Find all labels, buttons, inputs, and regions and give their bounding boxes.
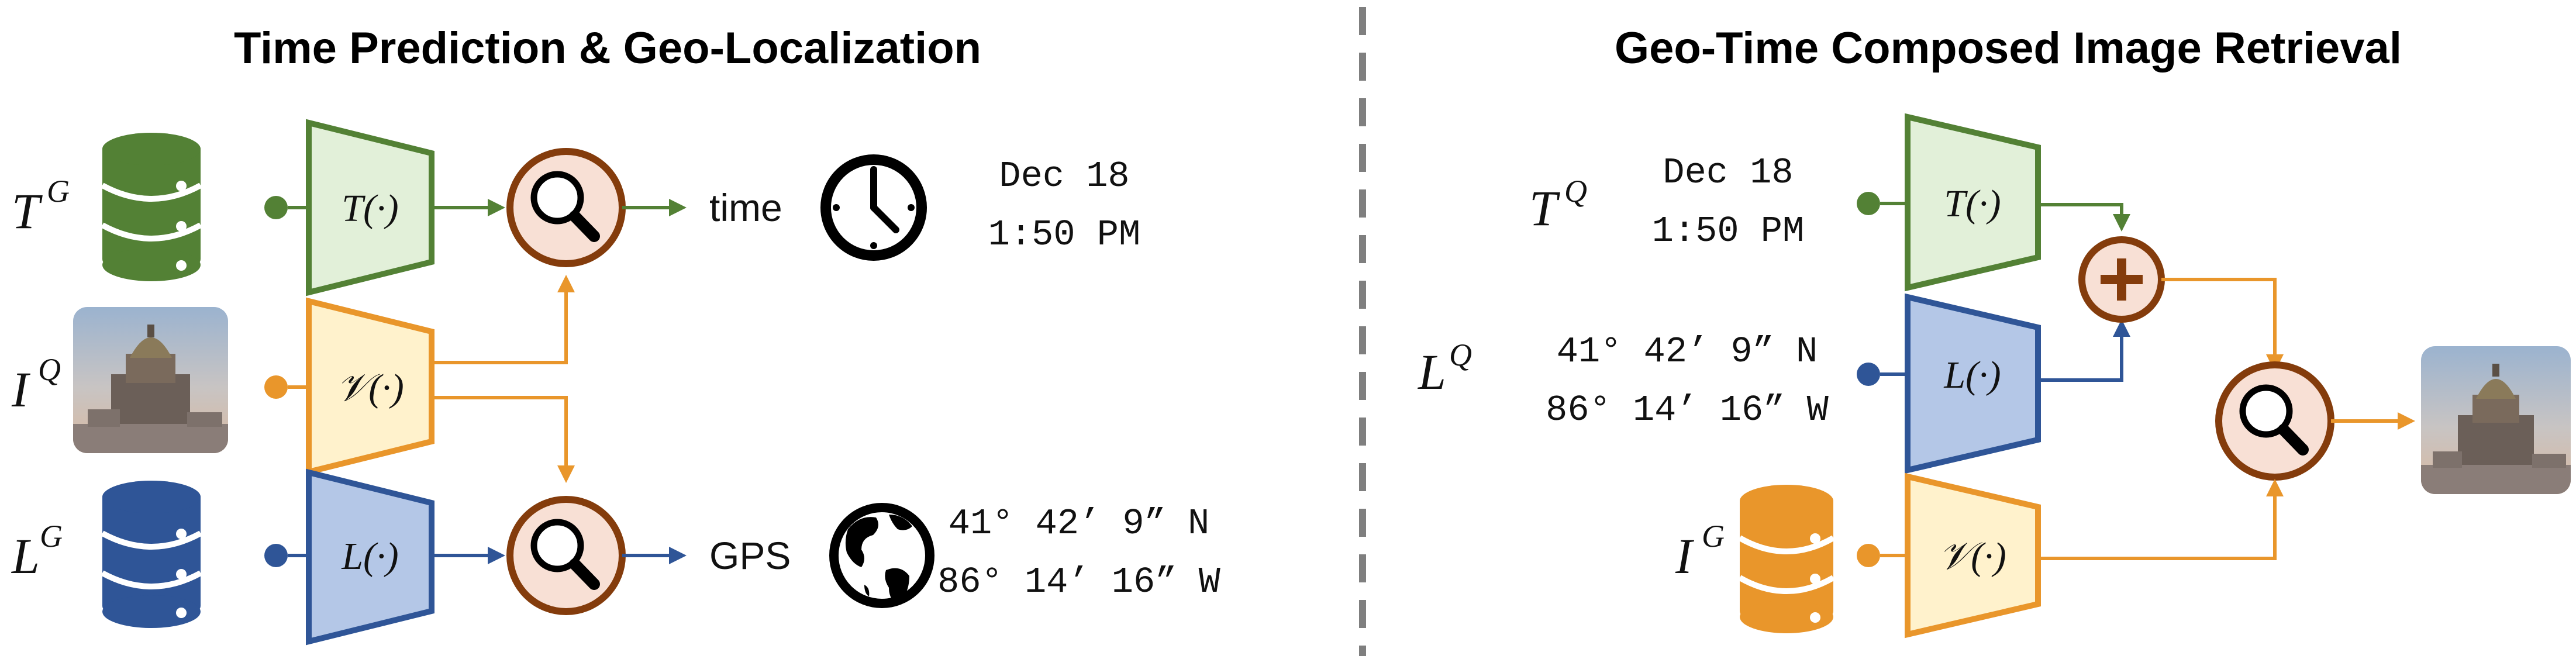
predicted-date: Dec 18 (999, 156, 1129, 197)
arrow (2038, 479, 2284, 560)
label-location-query: L Q (1417, 337, 1472, 400)
globe-icon (829, 503, 934, 608)
orange-database-icon (1738, 485, 1835, 633)
dome-photo (2421, 346, 2571, 494)
svg-text:G: G (40, 519, 63, 554)
svg-text:Q: Q (38, 352, 61, 387)
svg-text:Q: Q (1564, 174, 1587, 209)
arrow (2038, 203, 2130, 232)
dome-photo (73, 307, 228, 453)
search-icon (2215, 361, 2334, 481)
location-encoder-label: L(·) (341, 535, 398, 578)
input-node-location (264, 544, 288, 567)
image-encoder-trapezoid (306, 297, 434, 476)
predicted-time: 1:50 PM (988, 214, 1140, 256)
svg-text:L: L (1417, 344, 1446, 400)
input-node-time (264, 196, 288, 219)
label-query-image: I Q (11, 352, 61, 418)
svg-text:I: I (11, 361, 30, 418)
svg-text:L: L (11, 528, 40, 584)
label-image-gallery: I G (1675, 519, 1725, 584)
label-time-gallery: T G (12, 174, 70, 239)
arrow (432, 396, 575, 483)
label-location-gallery: L G (11, 519, 63, 584)
input-node-location (1857, 363, 1880, 386)
image-encoder-label: 𝒱(·) (336, 367, 404, 409)
location-encoder-label: L(·) (1943, 354, 2001, 396)
location-encoder-trapezoid (306, 468, 434, 646)
input-node-image (1857, 544, 1880, 567)
location-encoder-trapezoid (1905, 293, 2041, 474)
time-encoder-trapezoid (1905, 113, 2041, 292)
query-longitude: 86° 14’ 16” W (1546, 389, 1829, 431)
svg-text:T: T (12, 183, 43, 239)
arrow (2161, 278, 2284, 372)
svg-text:G: G (1702, 519, 1725, 554)
arrow (2038, 319, 2130, 382)
label-time-query: T Q (1529, 174, 1587, 236)
arrow (432, 275, 575, 364)
image-encoder-label: 𝒱(·) (1939, 535, 2006, 578)
gps-output-label: GPS (709, 534, 791, 577)
time-encoder-label: T(·) (342, 187, 398, 230)
time-encoder-label: T(·) (1944, 182, 2001, 225)
query-latitude: 41° 42’ 9” N (1557, 331, 1818, 372)
blue-database-icon (101, 481, 202, 628)
left-panel-title: Time Prediction & Geo-Localization (234, 23, 981, 73)
search-icon (506, 148, 626, 267)
query-time: 1:50 PM (1652, 211, 1804, 252)
green-database-icon (101, 133, 202, 281)
input-node-time (1857, 192, 1880, 215)
predicted-latitude: 41° 42’ 9” N (949, 503, 1209, 544)
image-encoder-trapezoid (1905, 472, 2041, 639)
svg-text:Q: Q (1449, 337, 1472, 372)
svg-text:I: I (1675, 528, 1694, 584)
svg-text:G: G (47, 174, 70, 209)
predicted-longitude: 86° 14’ 16” W (937, 561, 1220, 603)
time-output-label: time (709, 186, 782, 229)
time-encoder-trapezoid (306, 119, 434, 296)
clock-icon (820, 154, 927, 261)
right-panel-title: Geo-Time Composed Image Retrieval (1615, 23, 2402, 73)
svg-text:T: T (1529, 180, 1560, 236)
input-node-image (264, 375, 288, 399)
search-icon (506, 496, 626, 615)
query-date: Dec 18 (1663, 152, 1793, 194)
plus-icon (2078, 236, 2165, 323)
